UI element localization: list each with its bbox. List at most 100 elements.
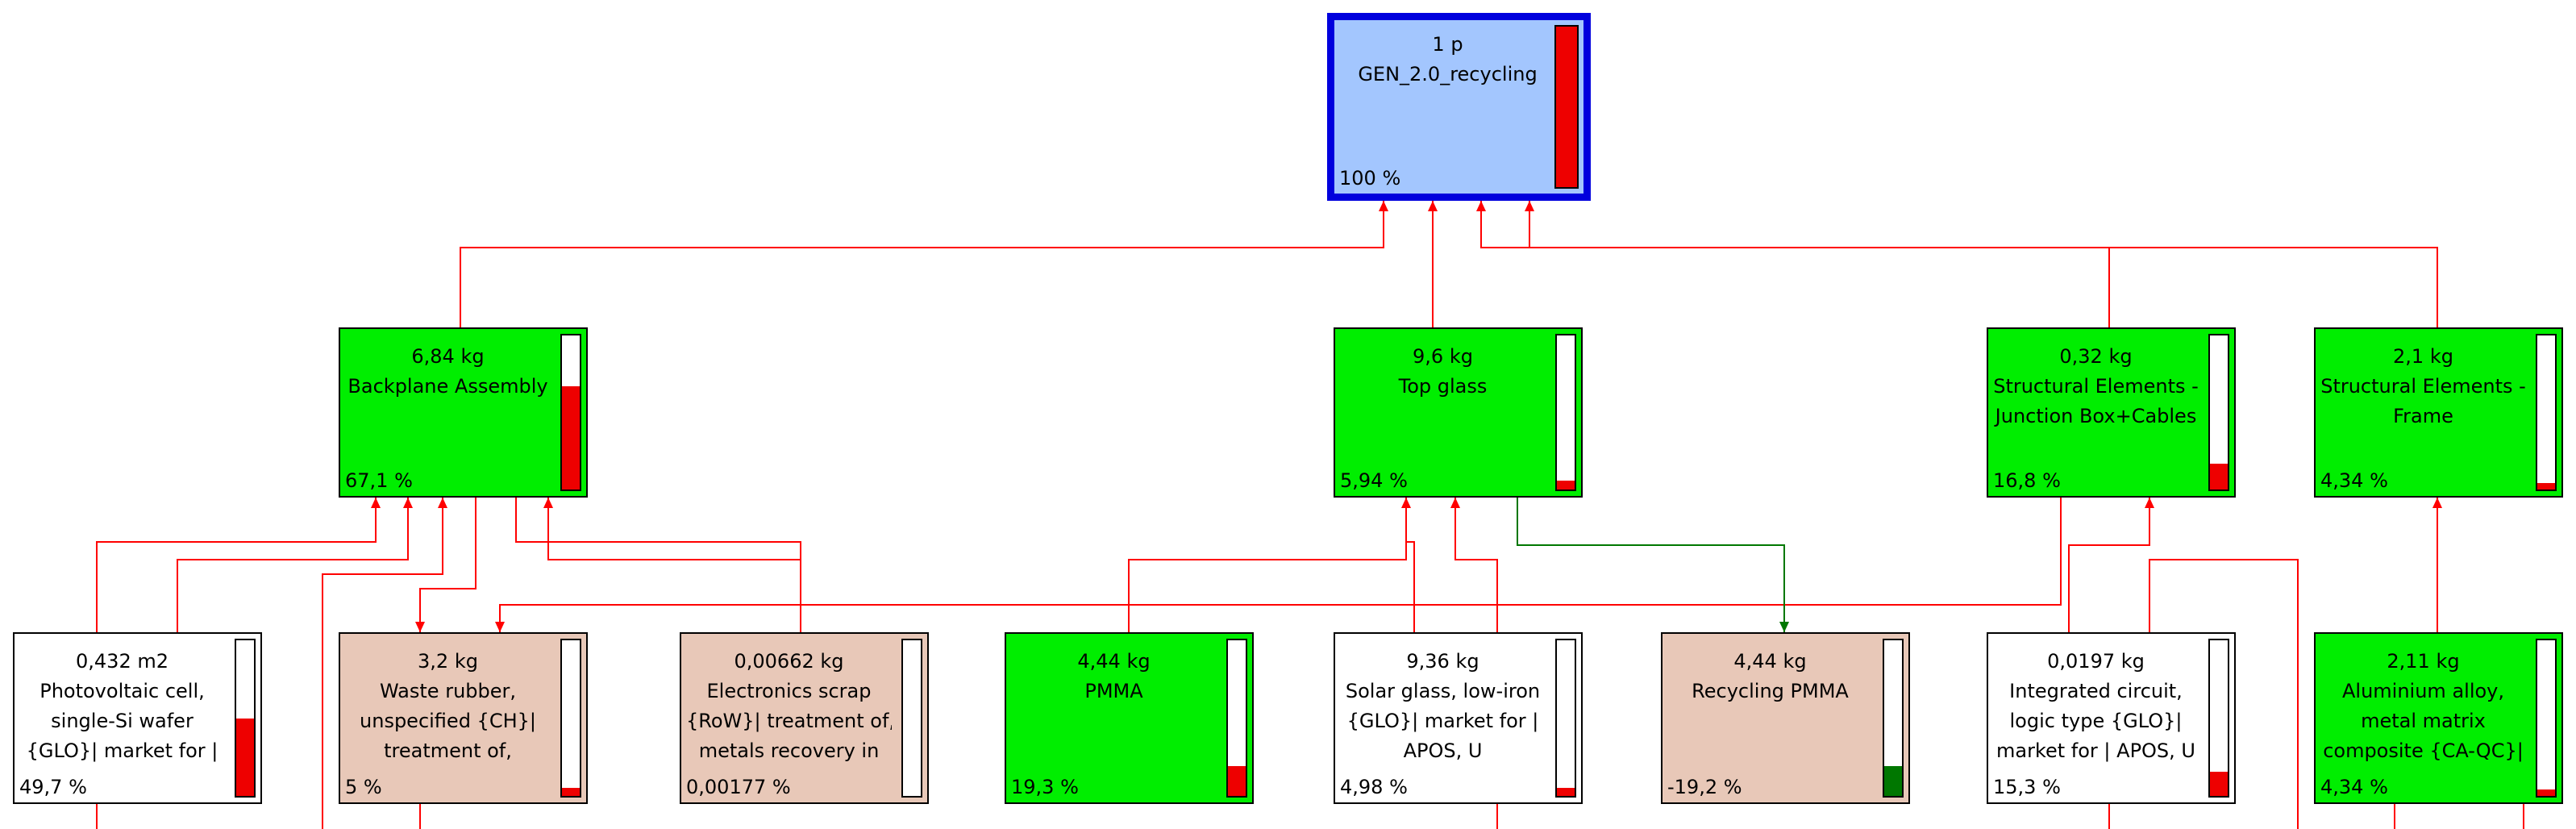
link-backplane-to-waste-rubber-arrowhead <box>415 622 425 632</box>
link-frame-to-root <box>1529 201 2438 327</box>
node-label: 0,32 kg Structural Elements - Junction B… <box>1993 342 2199 431</box>
node-title-line: Solar glass, low-iron <box>1345 680 1541 702</box>
node-solar-glass[interactable]: 9,36 kg Solar glass, low-iron {GLO}| mar… <box>1334 632 1583 804</box>
indicator-bar <box>235 639 256 798</box>
node-title-line: APOS, U <box>1403 739 1483 762</box>
node-aluminium-alloy[interactable]: 2,11 kg Aluminium alloy, metal matrix co… <box>2314 632 2563 804</box>
node-percentage: 0,00177 % <box>686 776 791 798</box>
node-percentage: 5,94 % <box>1340 469 1408 492</box>
node-quantity: 4,44 kg <box>1077 650 1151 673</box>
link-waste-rubber-from-junction-arrowhead <box>495 622 505 632</box>
indicator-bar-fill <box>1557 480 1575 489</box>
node-gen-2-0-recycling[interactable]: 1 p GEN_2.0_recycling 100 % <box>1327 13 1591 201</box>
node-label: 4,44 kg Recycling PMMA <box>1667 647 1873 706</box>
link-topglass-to-recycling-pmma-arrowhead <box>1779 622 1789 632</box>
node-label: 0,0197 kg Integrated circuit, logic type… <box>1993 647 2199 766</box>
node-title-line: Backplane Assembly <box>347 375 548 398</box>
node-label: 9,36 kg Solar glass, low-iron {GLO}| mar… <box>1340 647 1546 766</box>
node-percentage: 19,3 % <box>1011 776 1079 798</box>
node-backplane-assembly[interactable]: 6,84 kg Backplane Assembly 67,1 % <box>339 327 588 498</box>
indicator-bar <box>2536 334 2557 491</box>
node-title-line: Structural Elements - <box>1993 375 2199 398</box>
indicator-bar <box>2208 639 2229 798</box>
indicator-bar-fill <box>562 385 580 489</box>
node-title-line: {RoW}| treatment of, <box>686 710 892 732</box>
node-title-line: Junction Box+Cables <box>1995 405 2197 427</box>
indicator-bar <box>1554 25 1579 189</box>
link-backplane-to-electronics <box>515 498 801 632</box>
node-percentage: 5 % <box>345 776 382 798</box>
link-photovoltaic-upper-to-backplane <box>177 498 409 632</box>
indicator-bar-fill <box>562 788 580 796</box>
node-label: 0,00662 kg Electronics scrap {RoW}| trea… <box>686 647 892 766</box>
indicator-bar <box>1555 639 1576 798</box>
link-backplane-to-root <box>460 201 1384 327</box>
link-integrated-circuit-to-junction-arrowhead <box>2145 498 2154 508</box>
link-frame-to-root-arrowhead <box>1525 201 1534 211</box>
node-title-line: metal matrix <box>2361 710 2486 732</box>
node-quantity: 0,0197 kg <box>2047 650 2145 673</box>
indicator-bar-fill <box>1556 27 1577 187</box>
node-title-line: Structural Elements - <box>2320 375 2526 398</box>
indicator-bar-fill <box>2537 789 2555 796</box>
link-photovoltaic-to-backplane-arrowhead <box>371 498 381 508</box>
node-frame[interactable]: 2,1 kg Structural Elements - Frame 4,34 … <box>2314 327 2563 498</box>
node-percentage: 67,1 % <box>345 469 413 492</box>
indicator-bar-fill <box>2537 482 2555 489</box>
indicator-bar <box>1555 334 1576 491</box>
link-junction-to-root <box>1480 201 2110 327</box>
indicator-bar <box>2536 639 2557 798</box>
node-junction-box-cables[interactable]: 0,32 kg Structural Elements - Junction B… <box>1987 327 2236 498</box>
indicator-bar-fill <box>1884 765 1902 796</box>
link-backplane-to-waste-rubber <box>419 498 476 632</box>
node-title-line: GEN_2.0_recycling <box>1358 63 1538 85</box>
node-quantity: 1 p <box>1432 33 1463 56</box>
node-waste-rubber[interactable]: 3,2 kg Waste rubber, unspecified {CH}| t… <box>339 632 588 804</box>
link-photovoltaic-upper-to-backplane-arrowhead <box>403 498 413 508</box>
node-percentage: 15,3 % <box>1993 776 2061 798</box>
node-electronics-scrap[interactable]: 0,00662 kg Electronics scrap {RoW}| trea… <box>680 632 929 804</box>
node-recycling-pmma[interactable]: 4,44 kg Recycling PMMA -19,2 % <box>1661 632 1910 804</box>
link-solar-glass-upper-to-topglass <box>1406 541 1415 632</box>
indicator-bar <box>560 639 581 798</box>
node-quantity: 2,11 kg <box>2387 650 2460 673</box>
node-quantity: 4,44 kg <box>1733 650 1807 673</box>
node-percentage: 4,34 % <box>2320 776 2388 798</box>
link-photovoltaic-to-backplane <box>96 498 377 632</box>
node-quantity: 0,00662 kg <box>734 650 844 673</box>
link-integrated-circuit-to-junction <box>2068 498 2150 632</box>
node-title-line: treatment of, <box>384 739 512 762</box>
node-photovoltaic-cell[interactable]: 0,432 m2 Photovoltaic cell, single-Si wa… <box>13 632 262 804</box>
indicator-bar-fill <box>2210 463 2228 489</box>
link-waste-rubber-from-junction <box>499 498 2062 632</box>
node-quantity: 6,84 kg <box>411 345 485 368</box>
node-quantity: 9,6 kg <box>1413 345 1473 368</box>
node-percentage: 4,98 % <box>1340 776 1408 798</box>
node-title-line: Photovoltaic cell, <box>40 680 205 702</box>
link-backplane-to-root-arrowhead <box>1379 201 1388 211</box>
node-title-line: Recycling PMMA <box>1692 680 1849 702</box>
node-title-line: metals recovery in <box>698 739 880 762</box>
link-electronics-to-backplane-arrowhead <box>543 498 553 508</box>
node-title-line: Frame <box>2393 405 2453 427</box>
node-title-line: single-Si wafer <box>51 710 194 732</box>
link-aluminium-to-frame-arrowhead <box>2432 498 2442 508</box>
node-quantity: 2,1 kg <box>2393 345 2453 368</box>
node-quantity: 3,2 kg <box>418 650 478 673</box>
node-label: 1 p GEN_2.0_recycling <box>1339 30 1556 90</box>
node-percentage: 49,7 % <box>19 776 87 798</box>
indicator-bar-fill <box>236 719 254 796</box>
node-pmma[interactable]: 4,44 kg PMMA 19,3 % <box>1005 632 1254 804</box>
node-title-line: composite {CA-QC}| <box>2323 739 2524 762</box>
node-label: 6,84 kg Backplane Assembly <box>345 342 551 402</box>
link-offscreen-to-backplane <box>322 498 443 829</box>
node-integrated-circuit[interactable]: 0,0197 kg Integrated circuit, logic type… <box>1987 632 2236 804</box>
indicator-bar <box>560 334 581 491</box>
node-top-glass[interactable]: 9,6 kg Top glass 5,94 % <box>1334 327 1583 498</box>
link-topglass-to-root-arrowhead <box>1428 201 1438 211</box>
node-title-line: Aluminium alloy, <box>2342 680 2504 702</box>
node-title-line: Electronics scrap <box>706 680 872 702</box>
node-title-line: logic type {GLO}| <box>2009 710 2183 732</box>
indicator-bar <box>901 639 922 798</box>
node-percentage: 100 % <box>1339 167 1401 190</box>
